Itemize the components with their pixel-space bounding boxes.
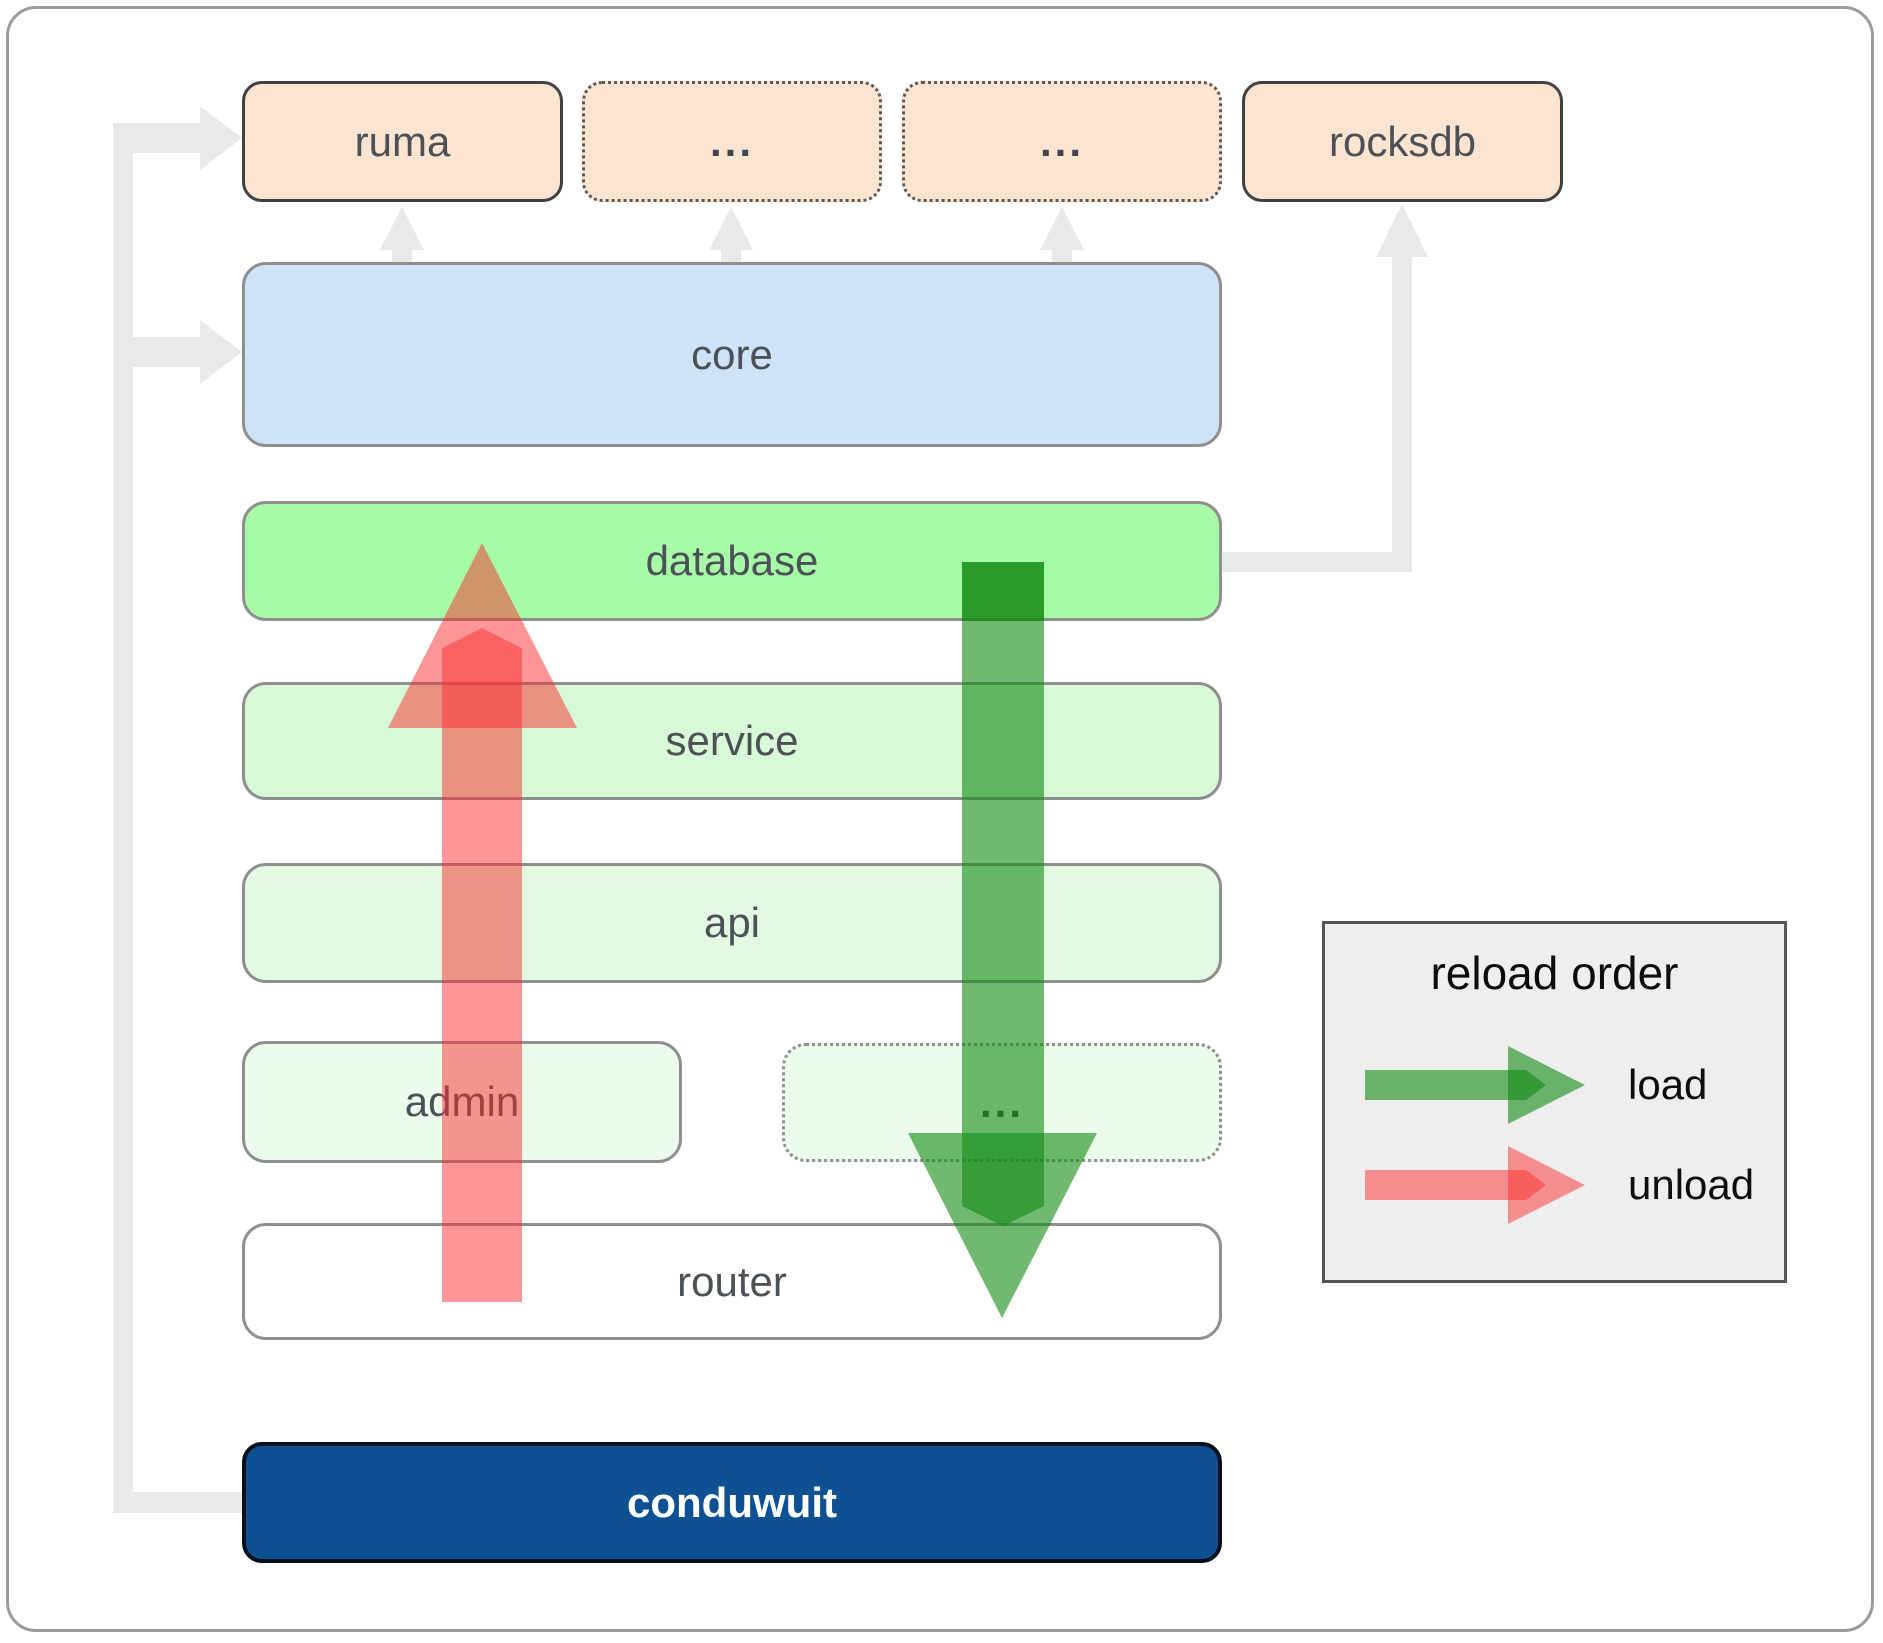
- core-to-dependency-connector: [721, 250, 741, 262]
- database-to-rocksdb-connector-vertical: [1392, 257, 1412, 572]
- core-to-dependency-arrow-icon-2: [1040, 207, 1084, 250]
- core-to-dependency-arrow-icon: [709, 207, 753, 250]
- box-api: api: [242, 863, 1222, 983]
- startup-to-ruma-arrow-icon: [200, 106, 242, 170]
- unload-arrow-shaft: [442, 628, 522, 1302]
- startup-connector-vertical-line: [113, 123, 133, 1513]
- core-to-dependency-connector-2: [1052, 250, 1072, 262]
- box-rocksdb-label: rocksdb: [1328, 117, 1477, 165]
- load-arrow-head-icon: [908, 1133, 1097, 1318]
- box-other-dependency-2-label: ...: [1039, 117, 1084, 165]
- box-ruma-label: ruma: [354, 117, 451, 165]
- startup-connector-to-ruma: [113, 123, 200, 153]
- legend-load-label: load: [1628, 1061, 1708, 1108]
- startup-to-core-arrow-icon: [200, 320, 242, 384]
- load-arrow-shaft: [962, 562, 1044, 1226]
- database-to-rocksdb-connector-horizontal: [1222, 552, 1412, 572]
- box-other-dependency-1-label: ...: [709, 117, 754, 165]
- box-ruma: ruma: [242, 81, 563, 202]
- legend-unload-arrow-head-icon: [1508, 1146, 1585, 1224]
- box-service: service: [242, 682, 1222, 800]
- box-core-label: core: [691, 330, 773, 378]
- box-other-dependency-2: ...: [902, 81, 1222, 202]
- box-other-dependency-1: ...: [582, 81, 882, 202]
- legend-load-arrow-head-icon: [1508, 1046, 1585, 1124]
- legend-unload-label: unload: [1628, 1161, 1755, 1208]
- box-conduwuit: conduwuit: [242, 1442, 1222, 1563]
- box-router-label: router: [677, 1257, 787, 1305]
- core-to-ruma-arrow-icon: [380, 207, 424, 250]
- box-service-label: service: [665, 717, 799, 764]
- startup-connector-from-conduwuit: [133, 1492, 243, 1513]
- legend-box: reload order load unload: [1322, 921, 1787, 1283]
- load-arrow-start-marker: [962, 562, 1044, 621]
- diagram-frame: [6, 6, 1874, 1632]
- legend-title: reload order: [1430, 947, 1679, 999]
- box-api-label: api: [703, 899, 761, 946]
- startup-connector-to-core: [133, 337, 200, 367]
- box-core: core: [242, 262, 1222, 447]
- database-to-rocksdb-arrow-icon: [1376, 204, 1428, 257]
- box-rocksdb: rocksdb: [1242, 81, 1563, 202]
- core-to-ruma-connector: [392, 250, 412, 262]
- box-database-label: database: [645, 537, 819, 584]
- box-conduwuit-label: conduwuit: [627, 1478, 837, 1526]
